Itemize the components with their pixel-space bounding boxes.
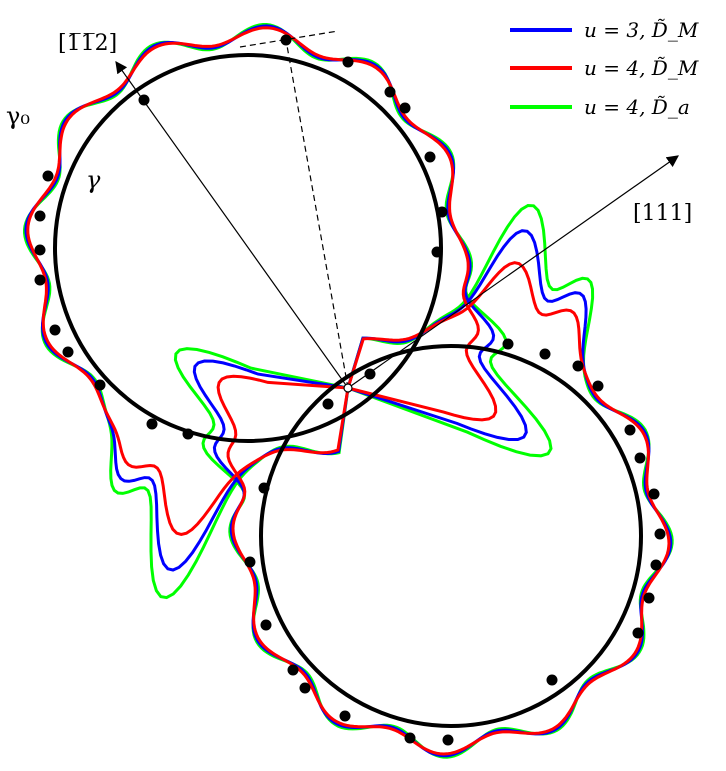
node-dots [34, 34, 666, 746]
node-dot [502, 338, 514, 350]
node-dot [404, 732, 416, 744]
node-dot [34, 210, 46, 222]
dashed-tangent [239, 30, 339, 48]
node-dot [49, 324, 61, 336]
label-direction-112: [1̅1̅2] [58, 31, 117, 56]
arrow-111 [347, 155, 679, 389]
label-direction-111: [111] [633, 201, 692, 226]
node-dot [280, 34, 292, 46]
node-dot [260, 619, 272, 631]
label-gamma: γ [86, 166, 101, 194]
node-dot [287, 664, 299, 676]
node-dot [442, 734, 454, 746]
legend-item-blue: u = 3, D̃_M [510, 18, 699, 42]
upper-circle [53, 53, 443, 443]
legend-item-red: u = 4, D̃_M [510, 56, 699, 80]
node-dot [299, 682, 311, 694]
node-dot [399, 102, 411, 114]
node-dot [34, 244, 46, 256]
legend-label-red: u = 4, D̃_M [584, 56, 699, 80]
perturbed-curves [23, 23, 674, 759]
node-dot [643, 592, 655, 604]
node-dot [258, 482, 270, 494]
label-gamma0: γ₀ [6, 102, 30, 130]
curve-u4-DM [26, 26, 671, 756]
node-dot [322, 398, 334, 410]
node-dot [632, 627, 644, 639]
node-dot [42, 170, 54, 182]
node-dot [34, 274, 46, 286]
lower-circle [259, 344, 643, 728]
legend-item-green: u = 4, D̃_a [510, 95, 690, 119]
node-dot [546, 674, 558, 686]
node-dot [138, 94, 150, 106]
node-dot [539, 348, 551, 360]
node-dot [342, 56, 354, 68]
node-dot [384, 86, 396, 98]
node-dot [339, 710, 351, 722]
node-dot [94, 379, 106, 391]
node-dot [62, 346, 74, 358]
node-dot [624, 424, 636, 436]
legend-label-blue: u = 3, D̃_M [584, 18, 699, 42]
arrow-112 [115, 61, 349, 389]
node-dot [146, 418, 158, 430]
node-dot [182, 428, 194, 440]
node-dot [424, 151, 436, 163]
dashed-radial [285, 39, 349, 389]
node-dot [634, 452, 646, 464]
node-dot [648, 488, 660, 500]
node-dot [244, 556, 256, 568]
node-dot [654, 528, 666, 540]
legend: u = 3, D̃_M u = 4, D̃_M u = 4, D̃_a [510, 18, 699, 119]
origin-marker [343, 383, 353, 393]
node-dot [572, 360, 584, 372]
node-dot [436, 206, 448, 218]
node-dot [431, 246, 443, 258]
legend-label-green: u = 4, D̃_a [584, 95, 690, 119]
node-dot [592, 380, 604, 392]
node-dot [364, 368, 376, 380]
node-dot [650, 559, 662, 571]
